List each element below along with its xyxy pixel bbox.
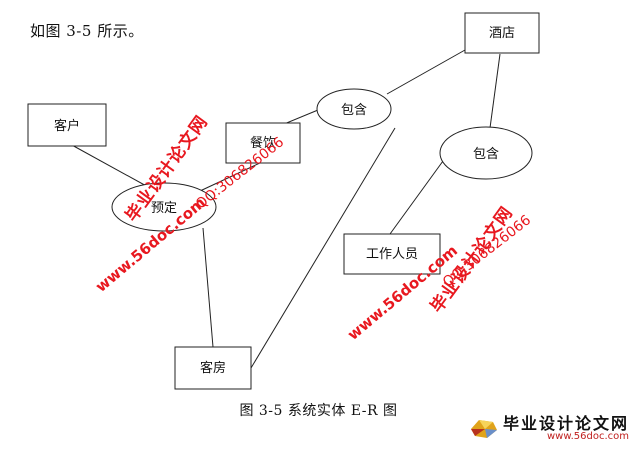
intro-text: 如图 3-5 所示。 (30, 22, 144, 40)
entity-room-box (174, 346, 252, 390)
relationship-reserve-shape (111, 182, 217, 232)
line-contains1-room (250, 127, 396, 369)
figure-caption: 图 3-5 系统实体 E-R 图 (239, 403, 398, 419)
line-hotel-contains2 (489, 53, 501, 129)
relationship-contains-2-shape (439, 126, 533, 180)
entity-staff-label: 工作人员 (366, 247, 418, 262)
entity-dining-box (225, 122, 301, 164)
entity-staff-box (343, 233, 441, 275)
logo-main-text: 毕业设计论文网 (502, 414, 629, 433)
entity-dining-label: 餐饮 (250, 135, 276, 151)
line-dining-reserve (199, 161, 263, 192)
gem-icon (470, 420, 497, 438)
entity-hotel-label: 酒店 (489, 26, 515, 41)
line-contains2-staff (389, 160, 444, 235)
line-customer-reserve (69, 143, 151, 189)
logo-sub-text: www.56doc.com (546, 431, 629, 442)
line-hotel-contains1 (386, 49, 466, 95)
entity-hotel-box (464, 12, 540, 54)
relationship-reserve-label: 预定 (151, 201, 177, 216)
line-reserve-room (202, 227, 214, 348)
entity-customer-box (27, 103, 107, 147)
entity-room-label: 客房 (200, 360, 226, 376)
site-logo: 毕业设计论文网 www.56doc.com (469, 411, 629, 447)
relationship-contains-1-label: 包含 (341, 102, 367, 118)
entity-customer-label: 客户 (54, 118, 80, 134)
relationship-contains-2-label: 包含 (473, 146, 499, 162)
relationship-contains-1-shape (316, 88, 392, 130)
